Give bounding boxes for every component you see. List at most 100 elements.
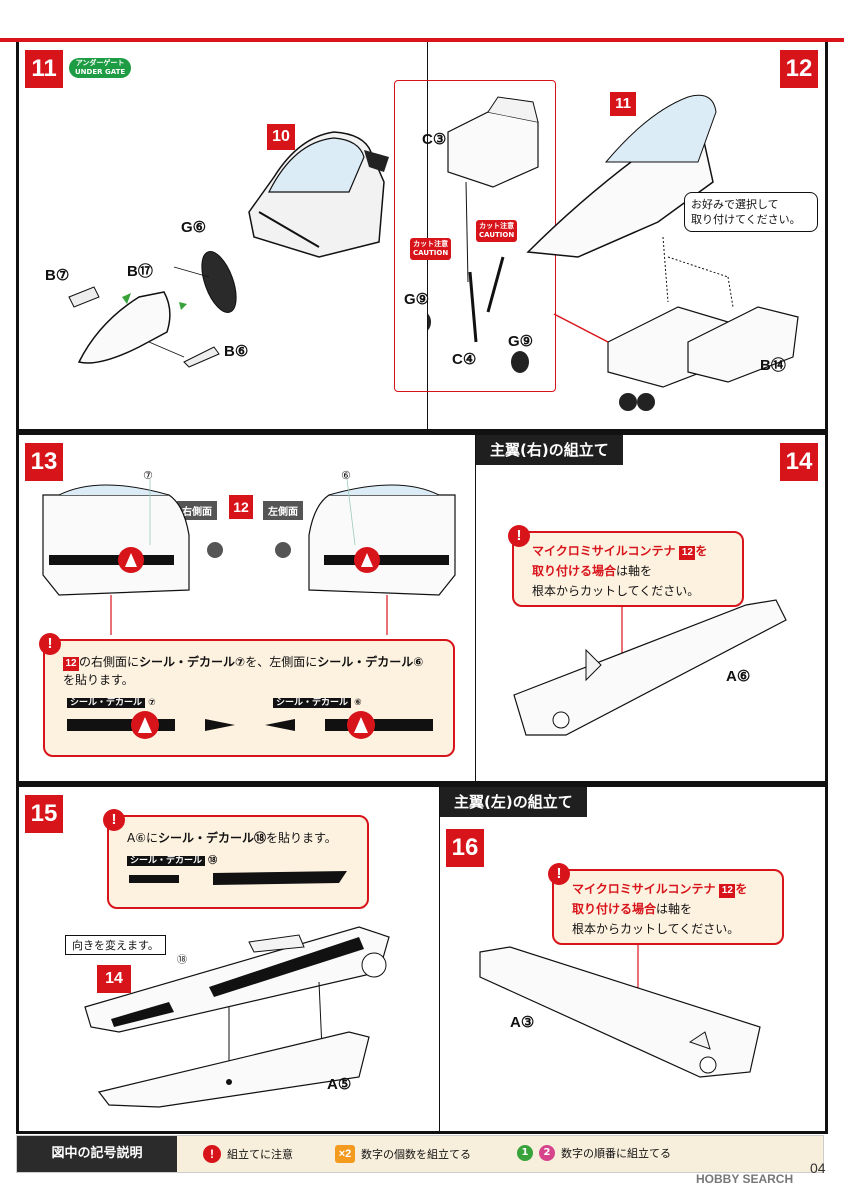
caution-icon: ! (103, 809, 125, 831)
cut-caution-tag-right: カット注意 CAUTION (476, 220, 518, 242)
step-number: 13 (25, 443, 63, 481)
instruction-tail: を貼ります。 (266, 831, 337, 845)
ref-step-12-inline: 12 (719, 884, 736, 898)
decal-18-preview (129, 871, 347, 885)
part-b14: B⑭ (760, 357, 786, 374)
step-number: 16 (446, 829, 484, 867)
step-15-callout: ! A⑥にシール・デカール⑱を貼ります。 シール・デカール ⑱ (103, 809, 369, 909)
cut-caution-jp: カット注意 (479, 222, 515, 230)
top-red-rule (0, 38, 844, 42)
instruction-decal-6: シール・デカール⑥ (317, 655, 424, 669)
step-two-icon: 2 (539, 1145, 555, 1161)
decal-label: シール・デカール (273, 698, 352, 708)
step-12-panel: 12 11 C③ G⑨ C④ G⑨ B⑭ カット注意 CAUTION カット注意… (394, 42, 828, 432)
part-g9-right: G⑨ (508, 333, 534, 350)
ref-step-12-inline: 12 (63, 657, 79, 671)
fuselage-side-views-illustration (42, 478, 456, 635)
step-15-panel: 15 ! A⑥にシール・デカール⑱を貼ります。 シール・デカール ⑱ 向きを変え… (16, 784, 440, 1134)
section-title-right-wing: 主翼(右)の組立て (476, 435, 623, 465)
instruction-mid: に (145, 831, 158, 845)
step-11-panel: 11 アンダーゲート UNDER GATE 10 G⑥ B⑰ B⑦ B⑥ (16, 42, 428, 432)
cut-caution-en: CAUTION (413, 249, 449, 257)
step-number: 14 (780, 443, 818, 481)
instruction-part-1: の右側面に (79, 655, 140, 669)
caution-icon: ! (548, 863, 570, 885)
decal-marker-6: ⑥ (341, 469, 351, 482)
ref-step-11: 11 (610, 92, 636, 116)
ref-step-10: 10 (267, 124, 295, 150)
instruction-line-3: 根本からカットしてください。 (572, 922, 740, 936)
instruction-decal: シール・デカール⑱ (157, 831, 266, 845)
legend-caution-label: 組立てに注意 (227, 1148, 293, 1161)
decal-label: シール・デカール (127, 856, 206, 866)
legend-order-label: 数字の順番に組立てる (561, 1147, 671, 1160)
decal-18-caption: シール・デカール ⑱ (127, 853, 217, 866)
instruction-line-3: 根本からカットしてください。 (532, 584, 700, 598)
decal-marker-7: ⑦ (143, 469, 153, 482)
right-wing-illustration (513, 599, 787, 736)
step-number: 11 (25, 50, 63, 88)
decal-number: ⑦ (148, 698, 156, 708)
ref-step-12: 12 (229, 495, 253, 519)
ref-step-12-inline: 12 (679, 546, 696, 560)
part-c4: C④ (452, 351, 477, 368)
part-g9-left: G⑨ (404, 291, 430, 308)
instruction-highlight-tail: を (735, 882, 748, 896)
instruction-highlight-2: 取り付ける場合 (572, 902, 657, 916)
instruction-tail: は軸を (616, 564, 653, 578)
cut-caution-jp: カット注意 (413, 240, 449, 248)
part-c3: C③ (422, 131, 447, 148)
multiply-icon: ×2 (335, 1145, 355, 1163)
page-number: 04 (810, 1160, 826, 1176)
decal-number: ⑱ (208, 856, 218, 866)
selection-note: お好みで選択して 取り付けてください。 (684, 192, 818, 232)
decal-number: ⑥ (354, 698, 362, 708)
instruction-part: A⑥ (127, 831, 146, 845)
instruction-part-2: を、左側面に (245, 655, 318, 669)
instruction-part-3: を貼ります。 (63, 673, 134, 687)
decal-label: シール・デカール (67, 698, 146, 708)
legend-count: ×2 数字の個数を組立てる (335, 1145, 471, 1163)
step-one-icon: 1 (517, 1145, 533, 1161)
section-title-left-wing: 主翼(左)の組立て (440, 787, 587, 817)
caution-icon: ! (203, 1145, 221, 1163)
decal-7-caption: シール・デカール ⑦ (67, 695, 156, 708)
left-side-label: 左側面 (263, 501, 303, 520)
step-number: 15 (25, 795, 63, 833)
legend-caution: ! 組立てに注意 (203, 1145, 293, 1163)
right-side-label: 右側面 (177, 501, 217, 520)
part-b17: B⑰ (127, 263, 153, 280)
step-15-instruction: A⑥にシール・デカール⑱を貼ります。 (127, 829, 337, 846)
legend-count-label: 数字の個数を組立てる (361, 1148, 471, 1161)
instruction-highlight: マイクロミサイルコンテナ (532, 544, 676, 558)
instruction-tail: は軸を (656, 902, 693, 916)
under-gate-badge: アンダーゲート UNDER GATE (69, 58, 132, 78)
part-a6: A⑥ (726, 668, 751, 685)
left-wing-illustration (479, 945, 761, 1078)
decal-previews (67, 711, 433, 739)
caution-icon: ! (39, 633, 61, 655)
part-a3: A③ (510, 1014, 535, 1031)
decal-6-caption: シール・デカール ⑥ (273, 695, 362, 708)
landing-gear-illustration (428, 94, 799, 411)
wing-decal-illustration (84, 926, 390, 1108)
part-a5: A⑤ (327, 1076, 352, 1093)
decal-marker-18: ⑱ (177, 955, 187, 966)
step-number: 12 (780, 50, 818, 88)
ref-step-14: 14 (97, 965, 131, 993)
symbol-legend: 図中の記号説明 ! 組立てに注意 ×2 数字の個数を組立てる 1 2 数字の順番… (16, 1135, 824, 1173)
instruction-highlight-tail: を (695, 544, 708, 558)
under-gate-jp: アンダーゲート (75, 59, 125, 67)
part-g6: G⑥ (181, 219, 207, 236)
part-b7: B⑦ (45, 267, 70, 284)
caution-icon: ! (508, 525, 530, 547)
